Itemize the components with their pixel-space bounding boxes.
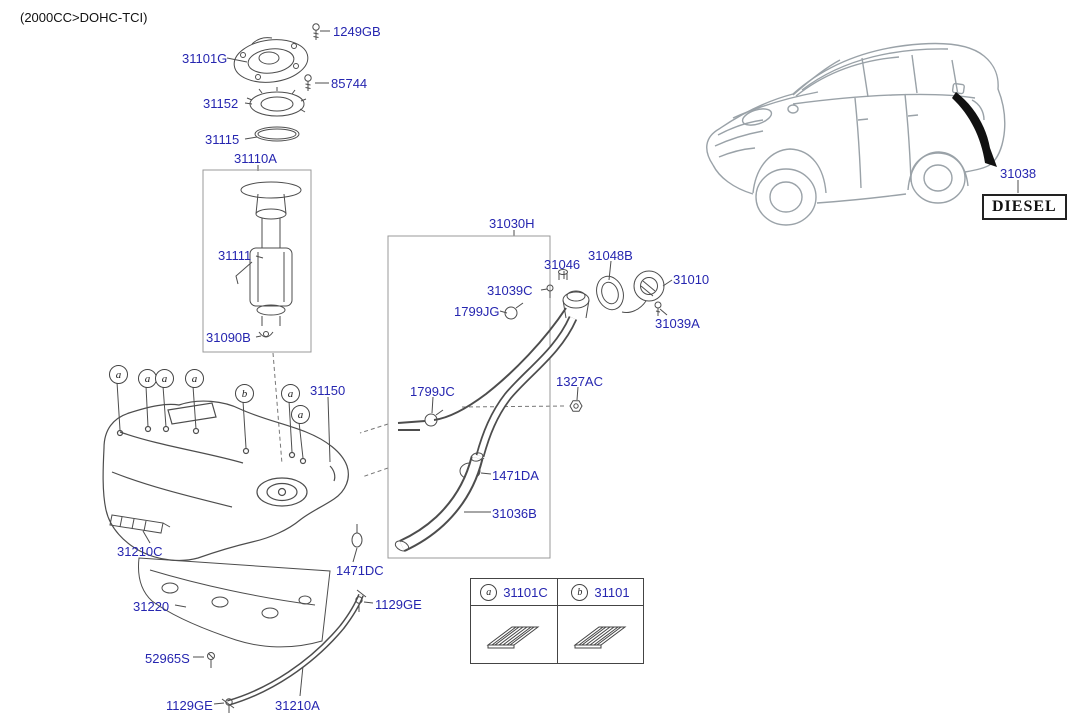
part-label-31048b[interactable]: 31048B bbox=[588, 248, 633, 263]
clamp-1471dc-icon bbox=[351, 524, 363, 548]
strap-31210c-icon bbox=[109, 514, 171, 534]
fuel-door-arrow-icon bbox=[952, 92, 997, 167]
legend-table: a 31101C b 31101 bbox=[470, 578, 644, 664]
legend-cell-a-header: a 31101C bbox=[471, 579, 557, 605]
bolt-1129ge-front-icon bbox=[225, 698, 233, 713]
part-label-85744[interactable]: 85744 bbox=[331, 76, 368, 91]
part-label-31115[interactable]: 31115 bbox=[205, 132, 240, 147]
legend-callout-a: a bbox=[480, 583, 498, 601]
pump-plate-assembly bbox=[233, 37, 309, 83]
part-label-31046[interactable]: 31046 bbox=[544, 257, 581, 272]
part-label-31101g[interactable]: 31101G bbox=[182, 51, 228, 66]
legend-callout-b: b bbox=[571, 583, 589, 601]
part-label-1471dc[interactable]: 1471DC bbox=[336, 563, 384, 578]
callout-a-5: a bbox=[281, 384, 300, 403]
fuel-cap-31010-icon bbox=[621, 270, 665, 313]
diesel-badge: DIESEL bbox=[982, 194, 1067, 220]
hatched-seal-icon bbox=[573, 626, 626, 648]
callout-a-1: a bbox=[109, 365, 128, 384]
callout-a-3: a bbox=[155, 369, 174, 388]
part-label-1129ge-front[interactable]: 1129GE bbox=[166, 698, 213, 713]
part-label-31038[interactable]: 31038 bbox=[1000, 166, 1037, 181]
o-ring-31115-icon bbox=[254, 126, 300, 142]
part-label-1799jc[interactable]: 1799JC bbox=[410, 384, 455, 399]
part-label-31152[interactable]: 31152 bbox=[203, 96, 239, 111]
part-label-31036b[interactable]: 31036B bbox=[492, 506, 537, 521]
part-label-1471da[interactable]: 1471DA bbox=[492, 468, 539, 483]
part-label-31090b[interactable]: 31090B bbox=[206, 330, 251, 345]
part-label-31030h[interactable]: 31030H bbox=[489, 216, 535, 231]
clamp-1799jg-icon bbox=[504, 302, 524, 320]
clamp-1471da-icon bbox=[459, 457, 485, 480]
legend-part-31101c[interactable]: 31101C bbox=[503, 584, 548, 600]
part-label-52965s[interactable]: 52965S bbox=[145, 651, 190, 666]
part-label-1799jg[interactable]: 1799JG bbox=[454, 304, 500, 319]
legend-part-31101[interactable]: 31101 bbox=[594, 584, 630, 600]
gasket-31048b-icon bbox=[596, 275, 624, 311]
part-label-31110a[interactable]: 31110A bbox=[234, 151, 277, 166]
part-label-31010[interactable]: 31010 bbox=[673, 272, 710, 287]
reference-dashed-lines bbox=[272, 352, 567, 478]
screw-52965s-icon bbox=[207, 652, 215, 668]
clip-31090b-icon bbox=[258, 331, 274, 338]
bolt-85744-icon bbox=[304, 74, 312, 91]
part-label-1327ac[interactable]: 1327AC bbox=[556, 374, 603, 389]
part-label-31039c[interactable]: 31039C bbox=[487, 283, 533, 298]
screw-31039c-icon bbox=[546, 284, 554, 298]
part-label-1129ge-rear[interactable]: 1129GE bbox=[375, 597, 422, 612]
bolt-1129ge-rear-icon bbox=[355, 596, 363, 612]
bolt-1249gb-icon bbox=[312, 23, 320, 40]
part-label-31210a[interactable]: 31210A bbox=[275, 698, 320, 713]
strap-31210a-icon bbox=[221, 589, 367, 709]
part-label-1249gb[interactable]: 1249GB bbox=[333, 24, 381, 39]
callout-b-1: b bbox=[235, 384, 254, 403]
page-title: (2000CC>DOHC-TCI) bbox=[20, 10, 148, 25]
screw-31039a-icon bbox=[654, 301, 662, 316]
hose-31036b-icon bbox=[394, 452, 484, 552]
callout-a-4: a bbox=[185, 369, 204, 388]
part-label-31039a[interactable]: 31039A bbox=[655, 316, 700, 331]
callout-a-6: a bbox=[291, 405, 310, 424]
fuel-tank-31150-icon bbox=[102, 400, 349, 562]
clamp-1799jc-icon bbox=[424, 409, 444, 427]
legend-cell-a-icon bbox=[471, 605, 557, 663]
lock-ring-31152-icon bbox=[246, 87, 307, 117]
hatched-seal-icon bbox=[486, 626, 540, 648]
vehicle-illustration bbox=[706, 42, 1006, 226]
part-label-31220[interactable]: 31220 bbox=[133, 599, 170, 614]
part-label-31210c[interactable]: 31210C bbox=[117, 544, 163, 559]
legend-cell-b-header: b 31101 bbox=[557, 579, 643, 605]
part-label-31111[interactable]: 31111 bbox=[218, 248, 252, 263]
legend-cell-b-icon bbox=[557, 605, 643, 663]
nut-1327ac-icon bbox=[569, 400, 583, 412]
part-label-31150[interactable]: 31150 bbox=[310, 383, 346, 398]
